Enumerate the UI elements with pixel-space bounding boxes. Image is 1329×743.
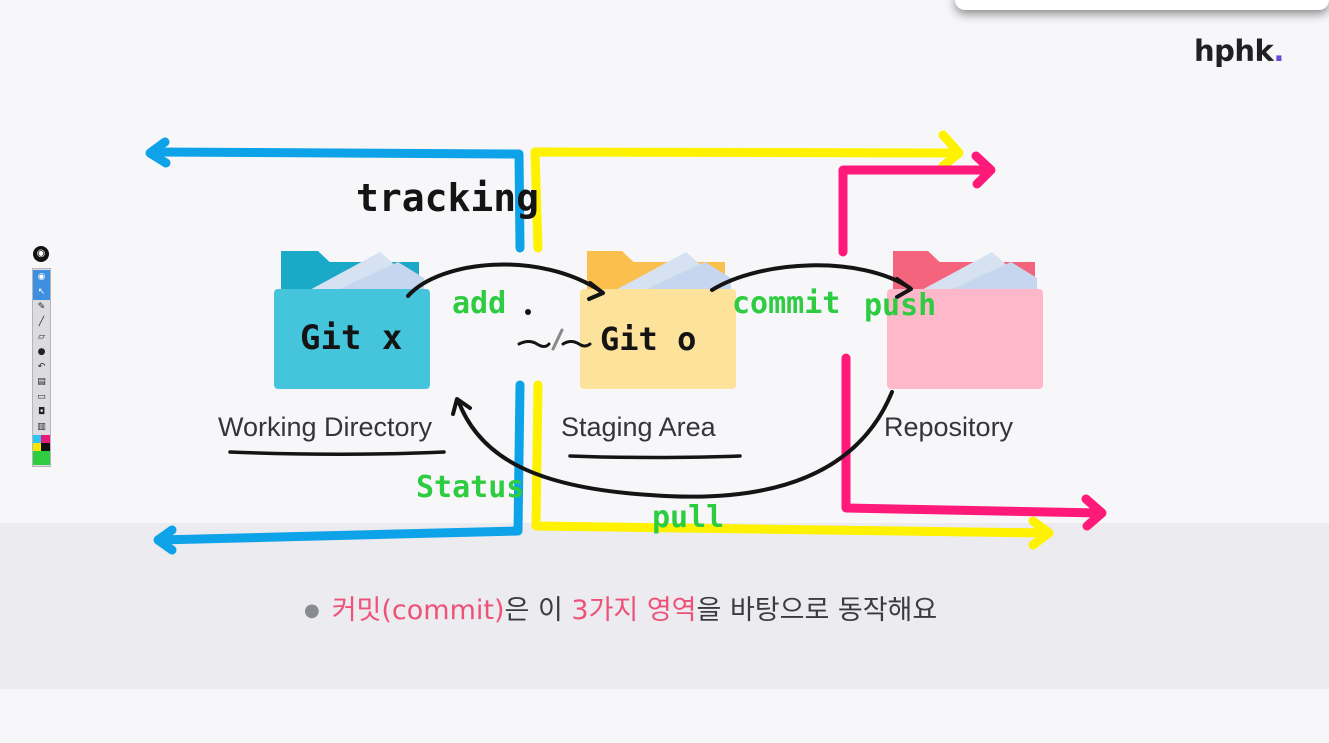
add-arrow — [406, 262, 604, 298]
add-annotation: add — [452, 286, 507, 321]
line-icon[interactable]: ╱ — [38, 317, 45, 327]
status-annotation: Status — [416, 470, 525, 505]
caption-band — [0, 523, 1329, 689]
annotation-toolbar: ◉ ◉ ↖ ✎ ╱ ▱ ● ↶ ▤ ▭ ◘ ▥ — [32, 246, 51, 467]
workflow-arrows — [406, 262, 913, 499]
working-directory-boundary — [145, 137, 525, 555]
commit-annotation: commit — [732, 286, 841, 321]
overlay-window-edge — [955, 0, 1329, 10]
working-directory-label: Working Directory — [218, 412, 433, 442]
push-annotation: push — [864, 288, 937, 323]
repository-boundary — [838, 151, 1107, 531]
color-swatch-green-2[interactable] — [41, 451, 50, 465]
undo-icon[interactable]: ↶ — [37, 362, 46, 372]
eraser-icon[interactable]: ▱ — [38, 332, 45, 342]
color-swatch-yellow[interactable] — [33, 443, 41, 451]
repository-label: Repository — [884, 412, 1014, 442]
working-directory-content: Git x — [300, 318, 403, 358]
working-directory-folder-icon — [274, 251, 430, 389]
tracking-annotation: tracking — [356, 176, 540, 220]
pull-arrow — [456, 390, 894, 499]
color-swatch-green[interactable] — [33, 451, 41, 465]
clipboard-icon[interactable]: ▥ — [37, 422, 46, 432]
color-swatch-magenta[interactable] — [41, 435, 50, 443]
dot-icon[interactable]: ● — [37, 347, 46, 357]
brand-logo: hphk. — [1194, 34, 1284, 68]
pen-icon[interactable]: ✎ — [37, 302, 46, 312]
color-swatch-cyan[interactable] — [33, 435, 41, 443]
staging-area-label: Staging Area — [561, 412, 716, 442]
trash-icon[interactable]: ▤ — [37, 377, 46, 387]
color-palette[interactable] — [33, 435, 50, 465]
color-swatch-black[interactable] — [41, 443, 50, 451]
slide-caption: ●커밋(commit)은 이 3가지 영역을 바탕으로 동작해요 — [304, 595, 938, 626]
pull-annotation: pull — [652, 500, 725, 535]
label-underlines — [228, 450, 742, 460]
scribble-mark — [517, 309, 592, 351]
cursor-icon[interactable]: ↖ — [33, 285, 50, 300]
camera-icon[interactable]: ◘ — [37, 407, 46, 417]
screen-icon[interactable]: ▭ — [37, 392, 46, 402]
staging-area-folder-icon — [580, 251, 736, 389]
commit-arrow — [710, 263, 912, 292]
bullet-icon: ● — [304, 600, 320, 621]
repository-folder-icon — [887, 251, 1043, 389]
eye-icon[interactable]: ◉ — [33, 270, 50, 285]
staging-area-boundary — [530, 130, 1054, 550]
toolbar-logo-icon[interactable]: ◉ — [33, 246, 49, 262]
staging-area-content: Git o — [600, 320, 697, 358]
